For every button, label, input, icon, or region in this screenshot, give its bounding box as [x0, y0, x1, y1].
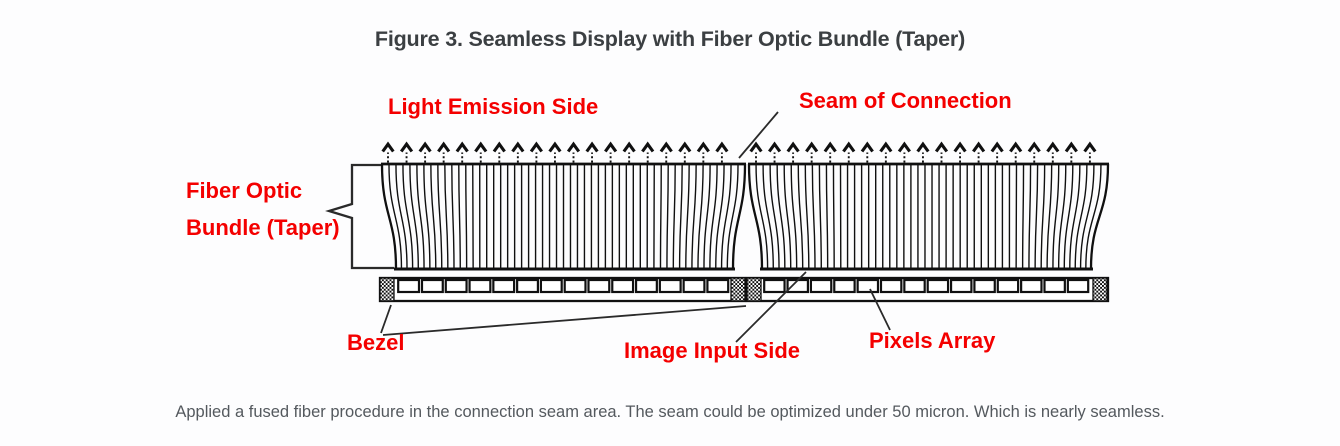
bezel-pointer-long [382, 305, 747, 336]
pixel-cell [926, 278, 950, 294]
emission-arrows-right [749, 141, 1097, 163]
emission-arrows-left [381, 141, 729, 163]
pixel-cell [833, 278, 856, 294]
pixel-cell [563, 278, 587, 294]
pixel-cell [856, 278, 880, 294]
pixel-cell [809, 278, 833, 294]
up-arrow-icon [934, 141, 949, 153]
label-light-emission-side: Light Emission Side [388, 94, 599, 119]
pixel-cell [611, 278, 635, 294]
pixel-cell [786, 278, 810, 294]
image-input-pointer-line [735, 271, 807, 343]
pixel-cell [682, 278, 706, 294]
up-arrow-icon [1027, 141, 1041, 153]
up-arrow-icon [696, 141, 710, 153]
up-arrow-icon [805, 141, 819, 153]
pixel-cell [492, 278, 516, 294]
up-arrow-icon [418, 141, 432, 153]
up-arrow-icon [749, 141, 763, 153]
label-bezel: Bezel [347, 330, 405, 355]
up-arrow-icon [492, 141, 506, 153]
figure-title: Figure 3. Seamless Display with Fiber Op… [374, 27, 966, 51]
up-arrow-icon [622, 141, 636, 153]
label-image-input-side: Image Input Side [624, 338, 801, 363]
pixel-cell [1043, 278, 1066, 294]
up-arrow-icon [474, 141, 488, 153]
up-arrow-icon [659, 141, 673, 153]
up-arrow-icon [529, 141, 543, 153]
label-bundle-taper: Bundle (Taper) [186, 215, 340, 240]
up-arrow-icon [715, 141, 729, 153]
label-seam-of-connection: Seam of Connection [799, 88, 1012, 113]
pixel-cell [516, 278, 540, 294]
up-arrow-icon [879, 141, 893, 153]
up-arrow-icon [678, 141, 692, 153]
pixels-array-pointer-line [869, 288, 891, 331]
up-arrow-icon [437, 141, 451, 153]
label-pixels-array: Pixels Array [869, 328, 996, 353]
pixel-cell [397, 278, 421, 294]
pixel-cell [468, 278, 492, 294]
pixel-cell [420, 278, 444, 294]
up-arrow-icon [455, 141, 469, 153]
fiber-bundle-left [380, 162, 747, 271]
up-arrow-icon [823, 141, 837, 153]
bezel-pointer-short [380, 304, 392, 334]
up-arrow-icon [641, 141, 655, 153]
pixel-cell [879, 278, 903, 294]
up-arrow-icon [1009, 141, 1023, 153]
up-arrow-icon [1064, 141, 1078, 153]
up-arrow-icon [399, 141, 414, 153]
pixel-cell [634, 278, 658, 294]
up-arrow-icon [1083, 141, 1097, 153]
pixel-cell [444, 278, 468, 294]
pixel-array-bar-right [745, 276, 1110, 303]
bezel-block [1092, 277, 1108, 302]
up-arrow-icon [1046, 141, 1060, 153]
bezel-block [746, 277, 762, 302]
up-arrow-icon [604, 141, 618, 153]
pixel-cell [539, 278, 563, 294]
up-arrow-icon [585, 141, 599, 153]
bundle-bracket [325, 163, 394, 270]
pixel-cell [763, 278, 786, 294]
up-arrow-icon [548, 141, 562, 153]
up-arrow-icon [860, 141, 874, 153]
seam-pointer-line [738, 111, 779, 159]
pixel-cell [587, 278, 611, 294]
fiber-bundle-right [747, 162, 1110, 271]
up-arrow-icon [916, 141, 930, 153]
up-arrow-icon [566, 141, 581, 153]
up-arrow-icon [767, 141, 782, 153]
up-arrow-icon [897, 141, 911, 153]
pixel-array-bar-left [378, 276, 747, 303]
pixel-cell [996, 278, 1020, 294]
pixel-cell [903, 278, 926, 294]
bezel-block [730, 277, 746, 302]
figure-caption: Applied a fused fiber procedure in the c… [175, 403, 1165, 421]
pixel-cell [658, 278, 682, 294]
up-arrow-icon [842, 141, 856, 153]
up-arrow-icon [990, 141, 1004, 153]
up-arrow-icon [953, 141, 967, 153]
pixel-cell [949, 278, 973, 294]
pixel-cell [1066, 278, 1090, 294]
pixel-cell [1020, 278, 1043, 294]
pixel-cell [706, 278, 730, 294]
pixel-cell [973, 278, 996, 294]
up-arrow-icon [972, 141, 986, 153]
up-arrow-icon [786, 141, 800, 153]
label-fiber-optic: Fiber Optic [186, 178, 303, 203]
up-arrow-icon [381, 141, 395, 153]
bezel-block [379, 277, 395, 302]
up-arrow-icon [511, 141, 525, 153]
